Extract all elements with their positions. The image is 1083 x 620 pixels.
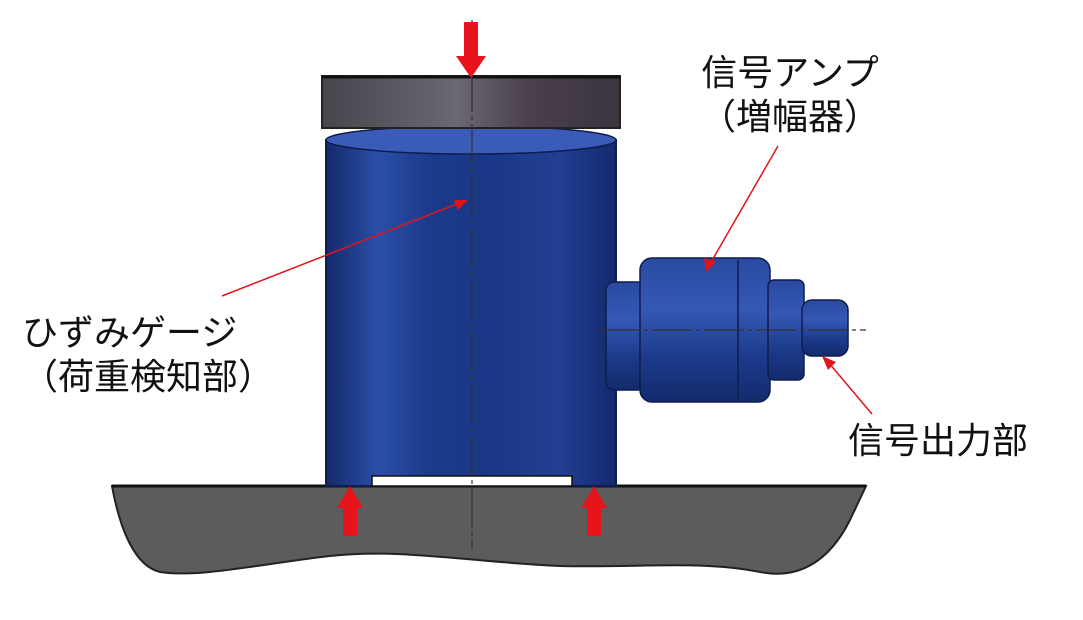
- leader-amplifier: [704, 145, 779, 272]
- strain-gauge-label: ひずみゲージ （荷重検知部）: [22, 312, 274, 400]
- leader-strain-gauge: [221, 200, 468, 297]
- amplifier-label-line2: （増幅器）: [700, 97, 881, 138]
- strain-gauge-label-line2: （荷重検知部）: [22, 357, 275, 398]
- signal-output-label: 信号出力部: [848, 420, 1028, 464]
- output-connector: [801, 299, 849, 357]
- gauge-body-top: [325, 125, 617, 155]
- base-floor: [110, 485, 868, 575]
- load-plate: [321, 75, 621, 129]
- signal-output-label-line1: 信号出力部: [848, 421, 1029, 462]
- arrow-up-icon: [581, 486, 607, 536]
- amplifier-label-line1: 信号アンプ: [701, 53, 879, 94]
- arrow-down-icon: [456, 22, 486, 78]
- leader-signal-output: [822, 356, 873, 415]
- gauge-body: [325, 139, 617, 487]
- strain-gauge-label-line1: ひずみゲージ: [22, 313, 238, 354]
- amplifier-label: 信号アンプ （増幅器）: [700, 52, 880, 140]
- arrow-up-icon: [337, 486, 363, 536]
